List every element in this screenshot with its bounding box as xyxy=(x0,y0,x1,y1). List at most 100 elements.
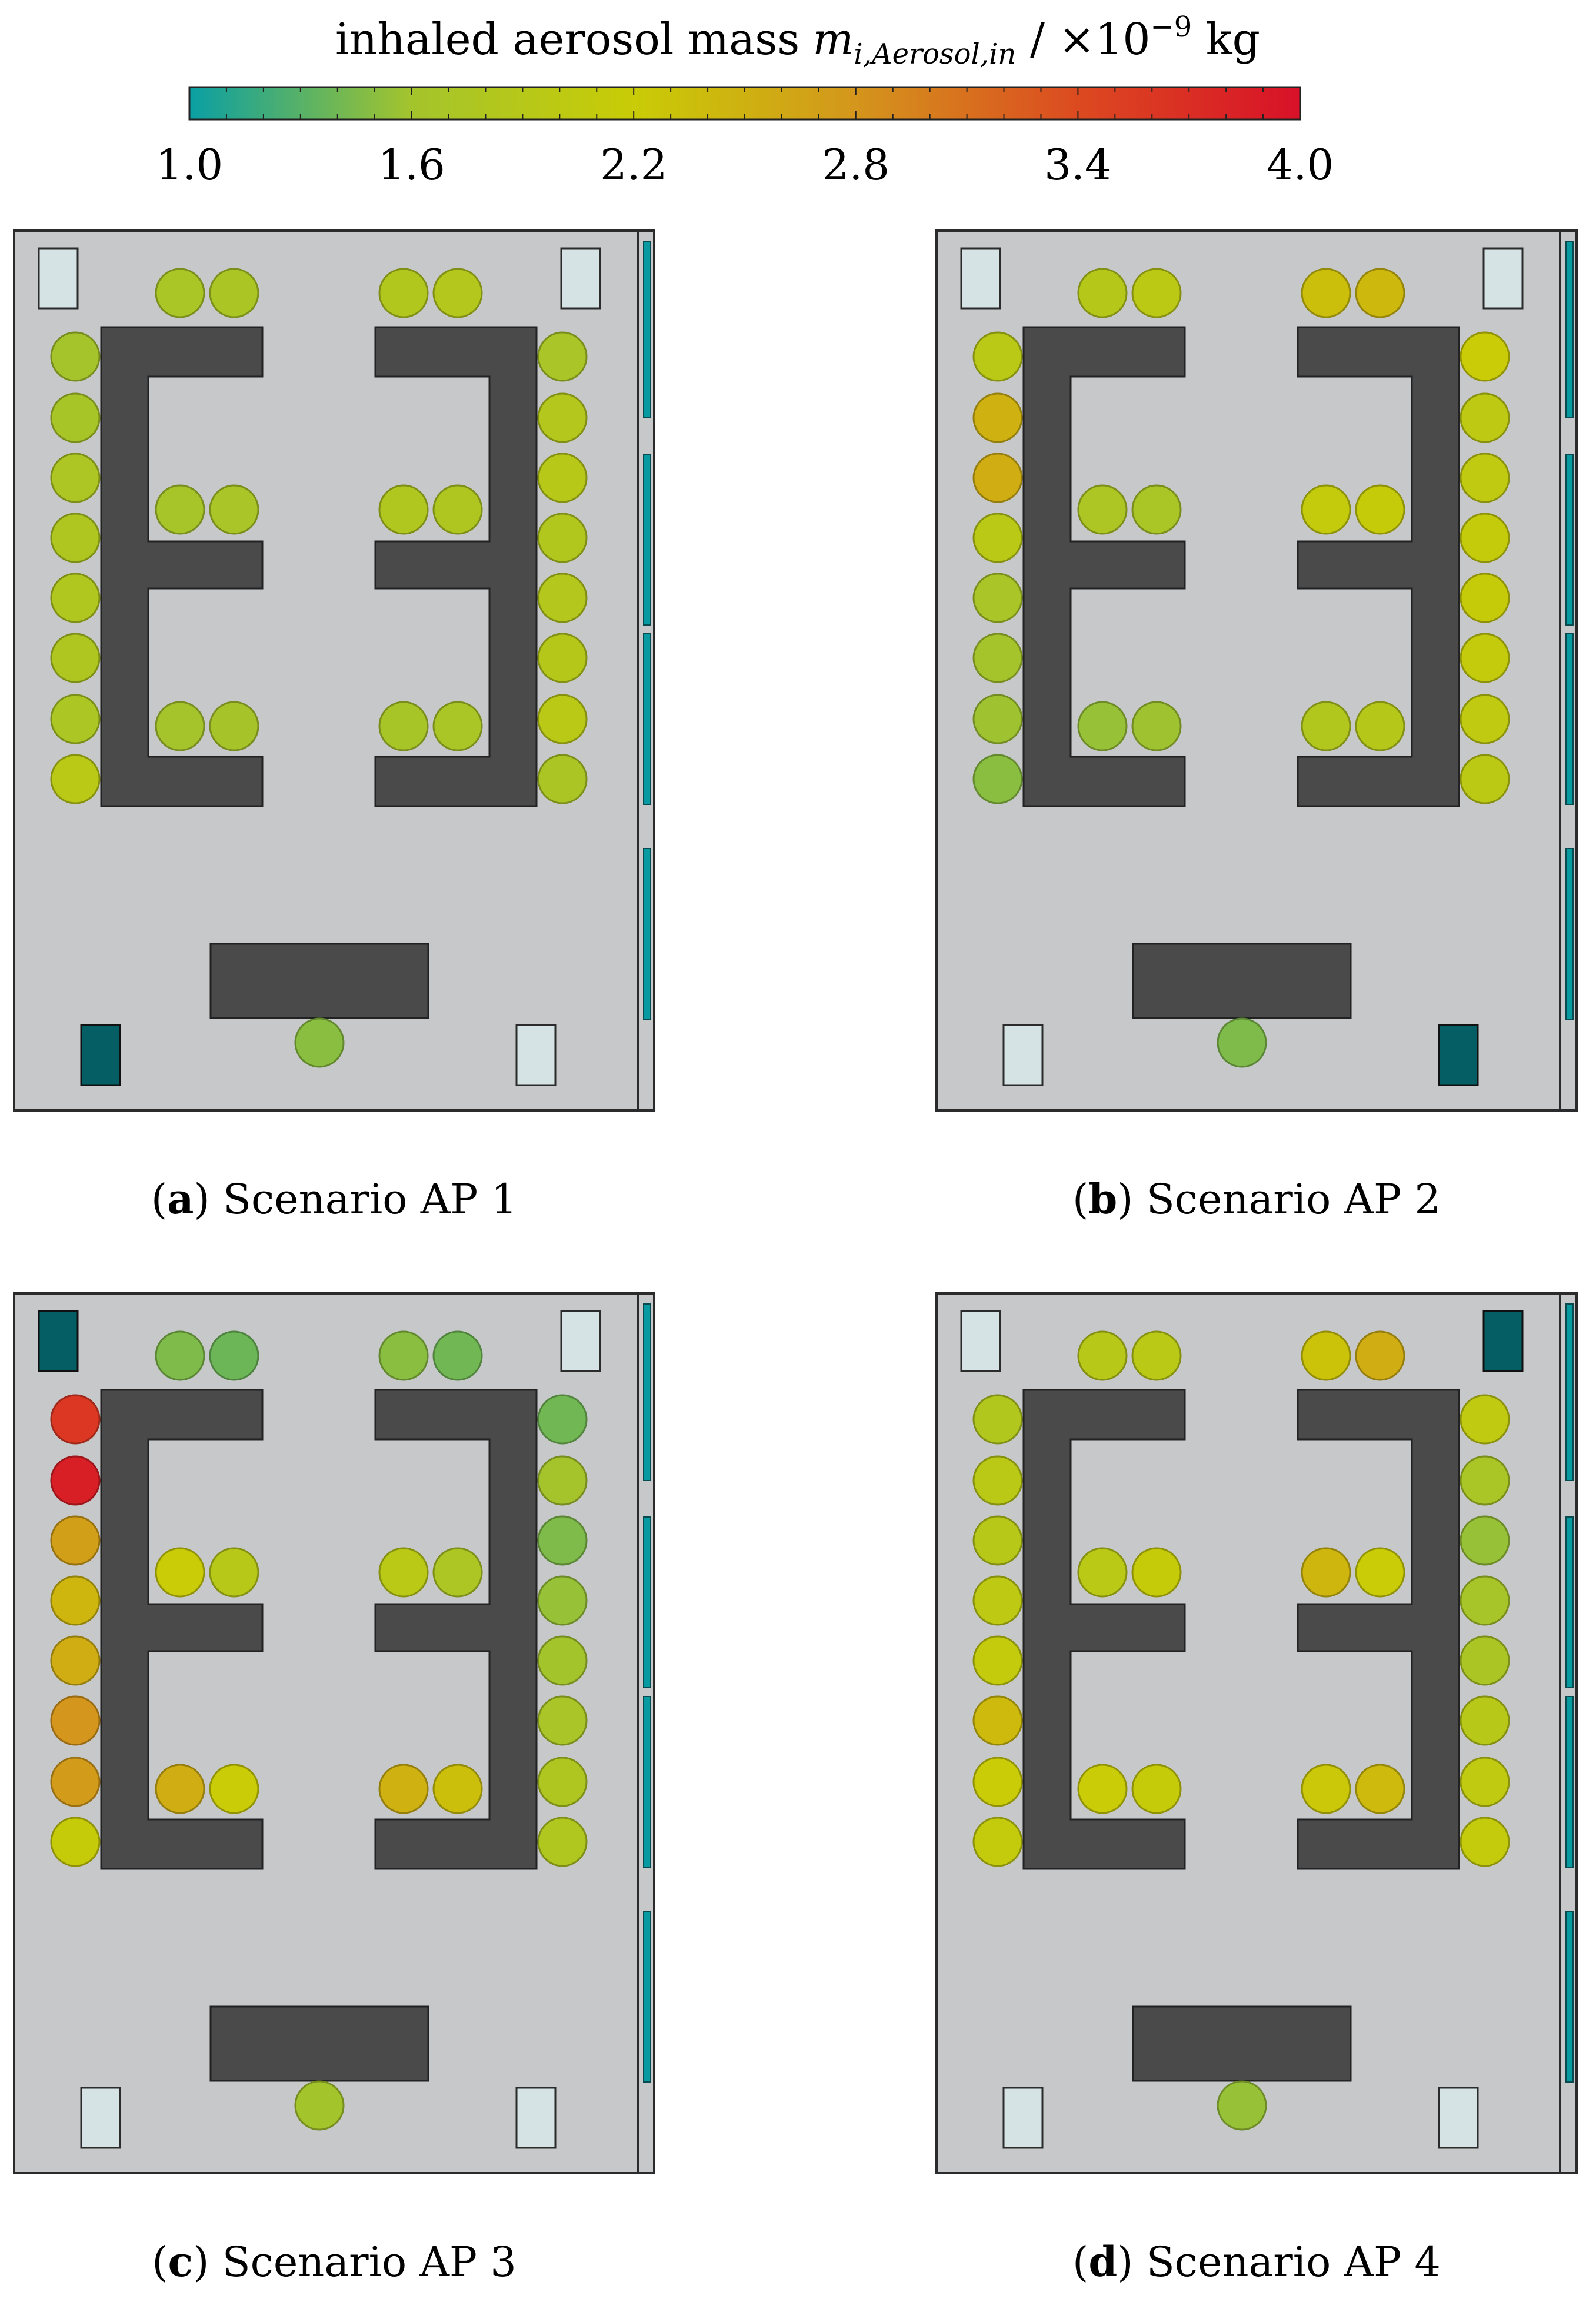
air-purifier-inactive xyxy=(1482,247,1524,310)
seat-marker xyxy=(1355,1330,1405,1381)
seat-marker xyxy=(378,268,429,318)
seat-marker xyxy=(378,1330,429,1381)
seat-marker xyxy=(432,1764,483,1814)
seat-marker xyxy=(1460,1394,1510,1445)
seat-marker xyxy=(537,573,588,623)
seat-marker xyxy=(50,1695,101,1746)
window xyxy=(1565,241,1574,418)
seat-marker xyxy=(50,392,101,443)
window xyxy=(643,241,651,418)
seat-marker xyxy=(972,1575,1023,1626)
window xyxy=(643,848,651,1020)
seat-marker xyxy=(537,633,588,683)
panel-caption: (c) Scenario AP 3 xyxy=(152,2237,517,2286)
teacher-desk xyxy=(1132,943,1352,1019)
seat-marker xyxy=(1460,1515,1510,1566)
seat-marker xyxy=(537,1394,588,1445)
u-table-left xyxy=(1022,1389,1186,1870)
window xyxy=(643,1516,651,1688)
seat-marker xyxy=(155,268,205,318)
seat-marker xyxy=(537,754,588,804)
panel-scenario-a xyxy=(13,229,655,1112)
colorbar-tick-label: 2.8 xyxy=(822,140,890,189)
seat-marker xyxy=(378,484,429,535)
seat-marker xyxy=(432,484,483,535)
seat-marker xyxy=(972,573,1023,623)
seat-marker xyxy=(50,633,101,683)
seat-marker xyxy=(209,701,259,751)
seat-marker xyxy=(1460,754,1510,804)
seat-marker xyxy=(1460,1575,1510,1626)
window xyxy=(1565,1516,1574,1688)
u-table-left xyxy=(100,1389,264,1870)
seat-marker xyxy=(1460,633,1510,683)
seat-marker xyxy=(537,1757,588,1807)
seat-marker xyxy=(1131,268,1182,318)
seat-marker xyxy=(1355,484,1405,535)
seat-marker xyxy=(537,513,588,563)
seat-marker xyxy=(1301,268,1351,318)
panel-letter: c xyxy=(168,2237,194,2286)
seat-marker xyxy=(972,1817,1023,1867)
seat-marker xyxy=(1131,1330,1182,1381)
u-table-right xyxy=(1297,1389,1460,1870)
seat-marker xyxy=(537,1695,588,1746)
air-purifier-inactive xyxy=(1438,2087,1479,2149)
seat-marker xyxy=(1077,1764,1128,1814)
seat-marker xyxy=(972,1455,1023,1506)
panel-caption: (b) Scenario AP 2 xyxy=(1072,1175,1441,1223)
seat-marker xyxy=(972,453,1023,503)
colorbar-tick-label: 3.4 xyxy=(1044,140,1112,189)
seat-marker xyxy=(432,701,483,751)
seat-marker xyxy=(1301,1330,1351,1381)
air-purifier-active xyxy=(1438,1024,1479,1086)
seat-marker xyxy=(537,1455,588,1506)
seat-marker xyxy=(50,694,101,744)
seat-marker xyxy=(209,1330,259,1381)
seat-marker xyxy=(209,1764,259,1814)
seat-marker xyxy=(1301,1547,1351,1598)
seat-marker xyxy=(972,694,1023,744)
seat-marker xyxy=(1217,2080,1267,2131)
window xyxy=(643,454,651,626)
panel-caption: (d) Scenario AP 4 xyxy=(1072,2237,1441,2286)
seat-marker xyxy=(1355,268,1405,318)
colorbar-tick-label: 1.6 xyxy=(378,140,445,189)
seat-marker xyxy=(1460,1635,1510,1686)
seat-marker xyxy=(1131,484,1182,535)
window xyxy=(1565,633,1574,805)
panel-letter: a xyxy=(167,1175,194,1223)
seat-marker xyxy=(50,1455,101,1506)
seat-marker xyxy=(209,484,259,535)
seat-marker xyxy=(972,1515,1023,1566)
seat-marker xyxy=(1460,1817,1510,1867)
seat-marker xyxy=(209,1547,259,1598)
seat-marker xyxy=(50,1515,101,1566)
seat-marker xyxy=(972,1394,1023,1445)
seat-marker xyxy=(1077,701,1128,751)
seat-marker xyxy=(378,1547,429,1598)
air-purifier-active xyxy=(38,1310,79,1372)
seat-marker xyxy=(1460,1695,1510,1746)
air-purifier-inactive xyxy=(960,247,1001,310)
air-purifier-inactive xyxy=(1002,2087,1044,2149)
seat-marker xyxy=(1355,701,1405,751)
teacher-desk xyxy=(209,943,429,1019)
seat-marker xyxy=(537,694,588,744)
window xyxy=(643,633,651,805)
seat-marker xyxy=(1355,1764,1405,1814)
seat-marker xyxy=(1460,513,1510,563)
seat-marker xyxy=(155,1764,205,1814)
window xyxy=(643,1911,651,2083)
seat-marker xyxy=(1355,1547,1405,1598)
window xyxy=(1565,454,1574,626)
seat-marker xyxy=(50,1394,101,1445)
seat-marker xyxy=(1077,484,1128,535)
window xyxy=(1565,1911,1574,2083)
seat-marker xyxy=(1460,1757,1510,1807)
air-purifier-active xyxy=(1482,1310,1524,1372)
panel-scenario-c xyxy=(13,1292,655,2174)
seat-marker xyxy=(1301,484,1351,535)
